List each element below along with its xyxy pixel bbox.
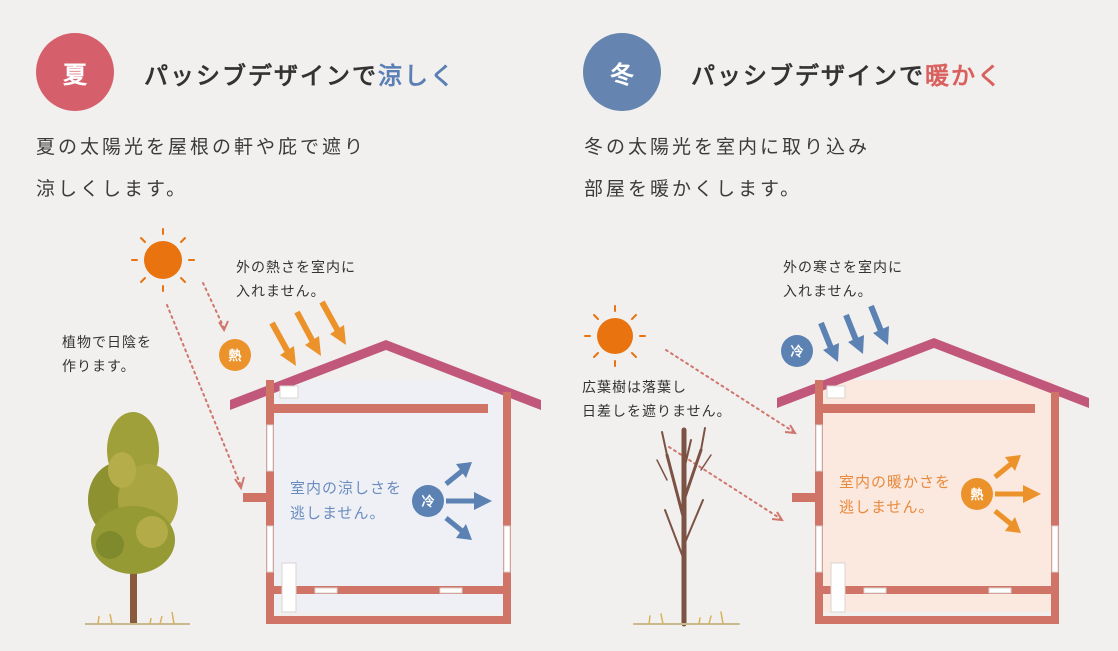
summer-description: 夏の太陽光を屋根の軒や庇で遮り 涼しくします。 <box>36 126 366 210</box>
warm-arrows <box>993 455 1041 533</box>
winter-title: パッシブデザインで暖かく <box>691 56 1003 91</box>
summer-roof-note-line2: 入れません。 <box>236 284 326 300</box>
summer-desc-line2: 涼しくします。 <box>36 178 189 200</box>
sunray-window-lower <box>668 446 782 520</box>
house-walls <box>792 380 1059 624</box>
sunray-eave <box>166 304 242 487</box>
winter-desc-line2: 部屋を暖かくします。 <box>584 178 803 200</box>
leafy-tree-icon <box>85 412 190 625</box>
summer-title-prefix: パッシブデザインで <box>144 62 378 90</box>
winter-outside-cold-tag: 冷 <box>790 345 804 360</box>
winter-interior-line2: 逃しません。 <box>839 498 935 516</box>
winter-tree-note: 広葉樹は落葉し 日差しを遮りません。 <box>582 376 732 424</box>
summer-roof-note-line1: 外の熱さを室内に <box>236 260 356 276</box>
winter-description: 冬の太陽光を室内に取り込み 部屋を暖かくします。 <box>584 126 870 210</box>
winter-title-prefix: パッシブデザインで <box>691 62 925 90</box>
winter-interior-line1: 室内の暖かさを <box>839 473 952 491</box>
winter-tree-note-line2: 日差しを遮りません。 <box>582 404 732 420</box>
sunray-window-upper <box>665 349 795 433</box>
summer-badge: 夏 <box>36 33 114 111</box>
bare-tree-icon <box>633 427 740 627</box>
summer-roof-note: 外の熱さを室内に 入れません。 <box>236 256 356 304</box>
winter-inside-heat-tag: 熱 <box>970 488 984 503</box>
summer-interior-line1: 室内の涼しさを <box>290 479 403 497</box>
sun-icon <box>131 228 195 292</box>
sun-icon <box>584 305 646 367</box>
summer-tree-note-line1: 植物で日陰を <box>62 335 152 351</box>
winter-roof-note-line2: 入れません。 <box>783 284 873 300</box>
summer-inside-cool-tag: 冷 <box>421 495 435 510</box>
summer-interior-line2: 逃しません。 <box>290 504 386 522</box>
cool-arrows <box>444 462 492 540</box>
summer-interior-text: 室内の涼しさを 逃しません。 <box>290 476 402 526</box>
summer-tree-note: 植物で日陰を 作ります。 <box>62 331 152 379</box>
winter-badge: 冬 <box>583 33 661 111</box>
winter-tree-note-line1: 広葉樹は落葉し <box>582 380 687 396</box>
summer-desc-line1: 夏の太陽光を屋根の軒や庇で遮り <box>36 136 367 158</box>
winter-panel: 冬 パッシブデザインで暖かく 冬の太陽光を室内に取り込み 部屋を暖かくします。 … <box>559 0 1118 651</box>
summer-house-diagram <box>85 228 541 625</box>
summer-panel: 夏 パッシブデザインで涼しく 夏の太陽光を屋根の軒や庇で遮り 涼しくします。 外… <box>36 33 541 625</box>
summer-tree-note-line2: 作ります。 <box>62 359 136 375</box>
winter-title-accent: 暖かく <box>925 62 1003 90</box>
winter-desc-line1: 冬の太陽光を室内に取り込み <box>584 136 871 158</box>
winter-house-diagram <box>584 304 1089 627</box>
summer-title-accent: 涼しく <box>378 62 456 90</box>
sunray-roof <box>202 282 225 329</box>
house-walls <box>243 380 511 624</box>
winter-roof-note: 外の寒さを室内に 入れません。 <box>783 256 903 304</box>
winter-interior-text: 室内の暖かさを 逃しません。 <box>839 470 951 520</box>
cold-arrows <box>818 304 889 362</box>
winter-roof-note-line1: 外の寒さを室内に <box>783 260 903 276</box>
summer-title: パッシブデザインで涼しく <box>144 56 456 91</box>
summer-outside-heat-tag: 熱 <box>228 349 242 364</box>
heat-arrows <box>269 300 346 366</box>
